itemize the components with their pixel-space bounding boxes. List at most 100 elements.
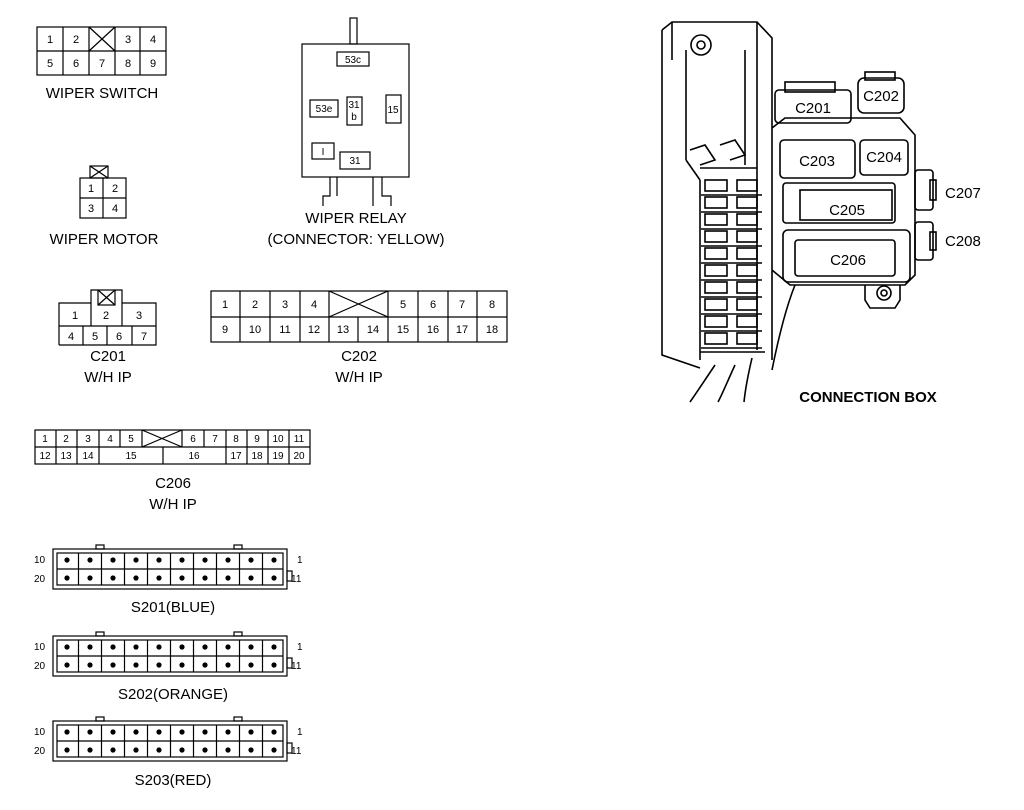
c201-pin-5: 5 <box>92 331 98 343</box>
c206-pin-top-9: 9 <box>254 434 260 445</box>
terminal-pin <box>271 557 277 563</box>
terminal-pin <box>64 575 70 581</box>
terminal-pin <box>225 747 231 753</box>
c206-title: C206 <box>155 475 191 492</box>
box-label-c204: C204 <box>866 149 902 166</box>
c202-pin-top-6: 6 <box>430 299 436 311</box>
c206-pin-bottom-4: 15 <box>125 451 137 462</box>
s201-label-10: 10 <box>34 555 46 566</box>
wiper-switch-pin-7: 7 <box>99 58 105 70</box>
terminal-pin <box>248 662 254 668</box>
terminal-pin <box>202 729 208 735</box>
connection-box-title: CONNECTION BOX <box>799 389 937 406</box>
terminal-pin <box>64 557 70 563</box>
c201-pin-3: 3 <box>136 310 142 322</box>
box-label-c202: C202 <box>863 88 899 105</box>
s201-label-1: 1 <box>297 555 303 566</box>
terminal-pin <box>179 662 185 668</box>
c206-pin-bottom-7: 18 <box>251 451 263 462</box>
terminal-pin <box>156 575 162 581</box>
c206-pin-top-10: 10 <box>272 434 284 445</box>
c206-pin-top-1: 1 <box>42 434 48 445</box>
terminal-pin <box>133 729 139 735</box>
terminal-pin <box>225 557 231 563</box>
terminal-pin <box>271 662 277 668</box>
c201-pin-2: 2 <box>103 310 109 322</box>
c202-connector <box>210 290 508 343</box>
terminal-pin <box>248 747 254 753</box>
terminal-pin <box>87 644 93 650</box>
terminal-pin <box>64 747 70 753</box>
c202-pin-top-2: 2 <box>252 299 258 311</box>
wiper-switch-pin-8: 8 <box>125 58 131 70</box>
wiper-motor-pin-1: 1 <box>88 183 94 195</box>
c206-pin-bottom-2: 13 <box>60 451 72 462</box>
c206-pin-top-3: 3 <box>85 434 91 445</box>
terminal-pin <box>110 557 116 563</box>
s201-label-20: 20 <box>34 574 46 585</box>
relay-terminal-31-lower: 31 <box>349 156 361 167</box>
c206-pin-top-4: 4 <box>107 434 113 445</box>
relay-terminal-31: 31 <box>348 100 360 111</box>
terminal-pin <box>64 729 70 735</box>
s-connector-body <box>52 720 288 762</box>
terminal-pin <box>179 747 185 753</box>
c206-pin-top-2: 2 <box>63 434 69 445</box>
wiper-switch-pin-1: 1 <box>47 34 53 46</box>
terminal-pin <box>179 644 185 650</box>
c202-pin-bottom-7: 15 <box>397 324 409 336</box>
c202-pin-top-7: 7 <box>459 299 465 311</box>
c201-subtitle: W/H IP <box>84 369 132 386</box>
terminal-pin <box>202 557 208 563</box>
box-label-c201: C201 <box>795 100 831 117</box>
wiper-motor-pin-2: 2 <box>112 183 118 195</box>
terminal-pin <box>271 644 277 650</box>
c202-pin-bottom-1: 9 <box>222 324 228 336</box>
terminal-pin <box>225 575 231 581</box>
c202-pin-bottom-6: 14 <box>367 324 379 336</box>
c201-pin-4: 4 <box>68 331 74 343</box>
wiper-switch-connector <box>36 26 167 76</box>
c202-pin-top-8: 8 <box>489 299 495 311</box>
wiper-motor-pin-4: 4 <box>112 203 118 215</box>
wiper-relay-subtitle: (CONNECTOR: YELLOW) <box>268 231 445 248</box>
terminal-pin <box>271 747 277 753</box>
terminal-pin <box>110 747 116 753</box>
relay-terminal-i: I <box>322 147 325 158</box>
terminal-pin <box>179 557 185 563</box>
terminal-pin <box>133 747 139 753</box>
relay-terminal-53e: 53e <box>316 104 333 115</box>
terminal-pin <box>156 662 162 668</box>
terminal-pin <box>87 747 93 753</box>
s202-label-20: 20 <box>34 661 46 672</box>
s201-label-11: 11 <box>291 574 302 585</box>
c202-pin-bottom-10: 18 <box>486 324 498 336</box>
terminal-pin <box>156 729 162 735</box>
c202-pin-top-5: 5 <box>400 299 406 311</box>
c202-pin-bottom-5: 13 <box>337 324 349 336</box>
wiper-switch-pin-4: 4 <box>150 34 156 46</box>
c202-title: C202 <box>341 348 377 365</box>
wiper-relay <box>301 17 410 206</box>
terminal-pin <box>248 729 254 735</box>
box-label-c203: C203 <box>799 153 835 170</box>
c201-connector <box>58 289 157 346</box>
c202-pin-top-3: 3 <box>282 299 288 311</box>
wiper-switch-pin-9: 9 <box>150 58 156 70</box>
c206-subtitle: W/H IP <box>149 496 197 513</box>
terminal-pin <box>271 575 277 581</box>
relay-terminal-53c: 53c <box>345 55 361 66</box>
terminal-pin <box>156 747 162 753</box>
terminal-pin <box>202 747 208 753</box>
wiper-motor-connector <box>79 165 127 219</box>
c202-subtitle: W/H IP <box>335 369 383 386</box>
s202-label-11: 11 <box>291 661 302 672</box>
c202-pin-bottom-8: 16 <box>427 324 439 336</box>
wiper-switch-title: WIPER SWITCH <box>46 85 159 102</box>
terminal-pin <box>156 644 162 650</box>
s-connector-body <box>52 548 288 590</box>
terminal-pin <box>202 575 208 581</box>
wiper-motor-pin-3: 3 <box>88 203 94 215</box>
wiper-switch-pin-5: 5 <box>47 58 53 70</box>
terminal-pin <box>248 575 254 581</box>
